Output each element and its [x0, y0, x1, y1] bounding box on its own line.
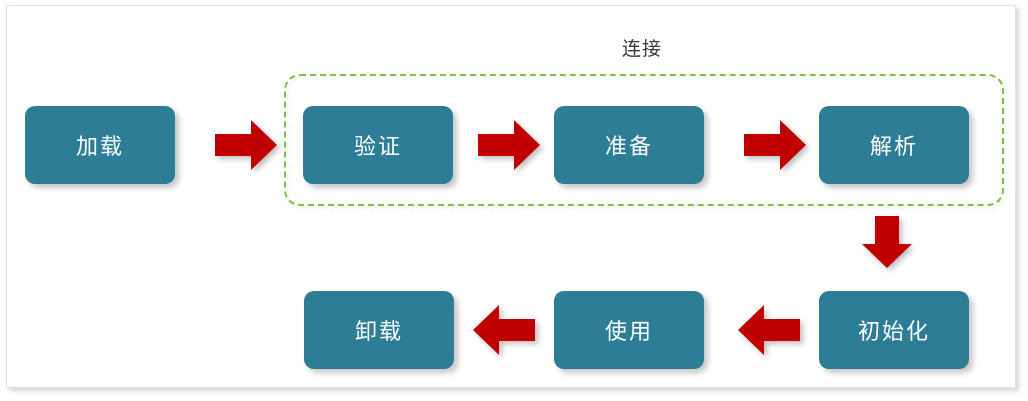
arrow-initialize-to-use [738, 305, 800, 355]
node-unload-label: 卸载 [354, 319, 403, 344]
arrow-load-to-verify [215, 120, 277, 170]
node-prepare-label: 准备 [604, 134, 653, 159]
diagram-card-frame: 连接 加载 验证 准备 解析 [6, 5, 1016, 388]
node-resolve-label: 解析 [869, 134, 918, 159]
node-resolve[interactable]: 解析 [819, 106, 969, 184]
node-verify-label: 验证 [353, 134, 402, 159]
arrow-prepare-to-resolve [744, 120, 806, 170]
node-initialize[interactable]: 初始化 [819, 291, 969, 369]
node-initialize-label: 初始化 [857, 319, 930, 344]
group-label-connect: 连接 [621, 39, 662, 60]
node-load-label: 加载 [75, 134, 124, 159]
arrow-verify-to-prepare [478, 120, 540, 170]
arrow-use-to-unload [473, 305, 535, 355]
node-load[interactable]: 加载 [25, 106, 175, 184]
node-use-label: 使用 [604, 319, 653, 344]
node-unload[interactable]: 卸载 [304, 291, 454, 369]
node-use[interactable]: 使用 [554, 291, 704, 369]
arrow-resolve-to-initialize [862, 216, 912, 268]
node-verify[interactable]: 验证 [303, 106, 453, 184]
connect-phase-group-region [284, 74, 1004, 206]
node-prepare[interactable]: 准备 [554, 106, 704, 184]
